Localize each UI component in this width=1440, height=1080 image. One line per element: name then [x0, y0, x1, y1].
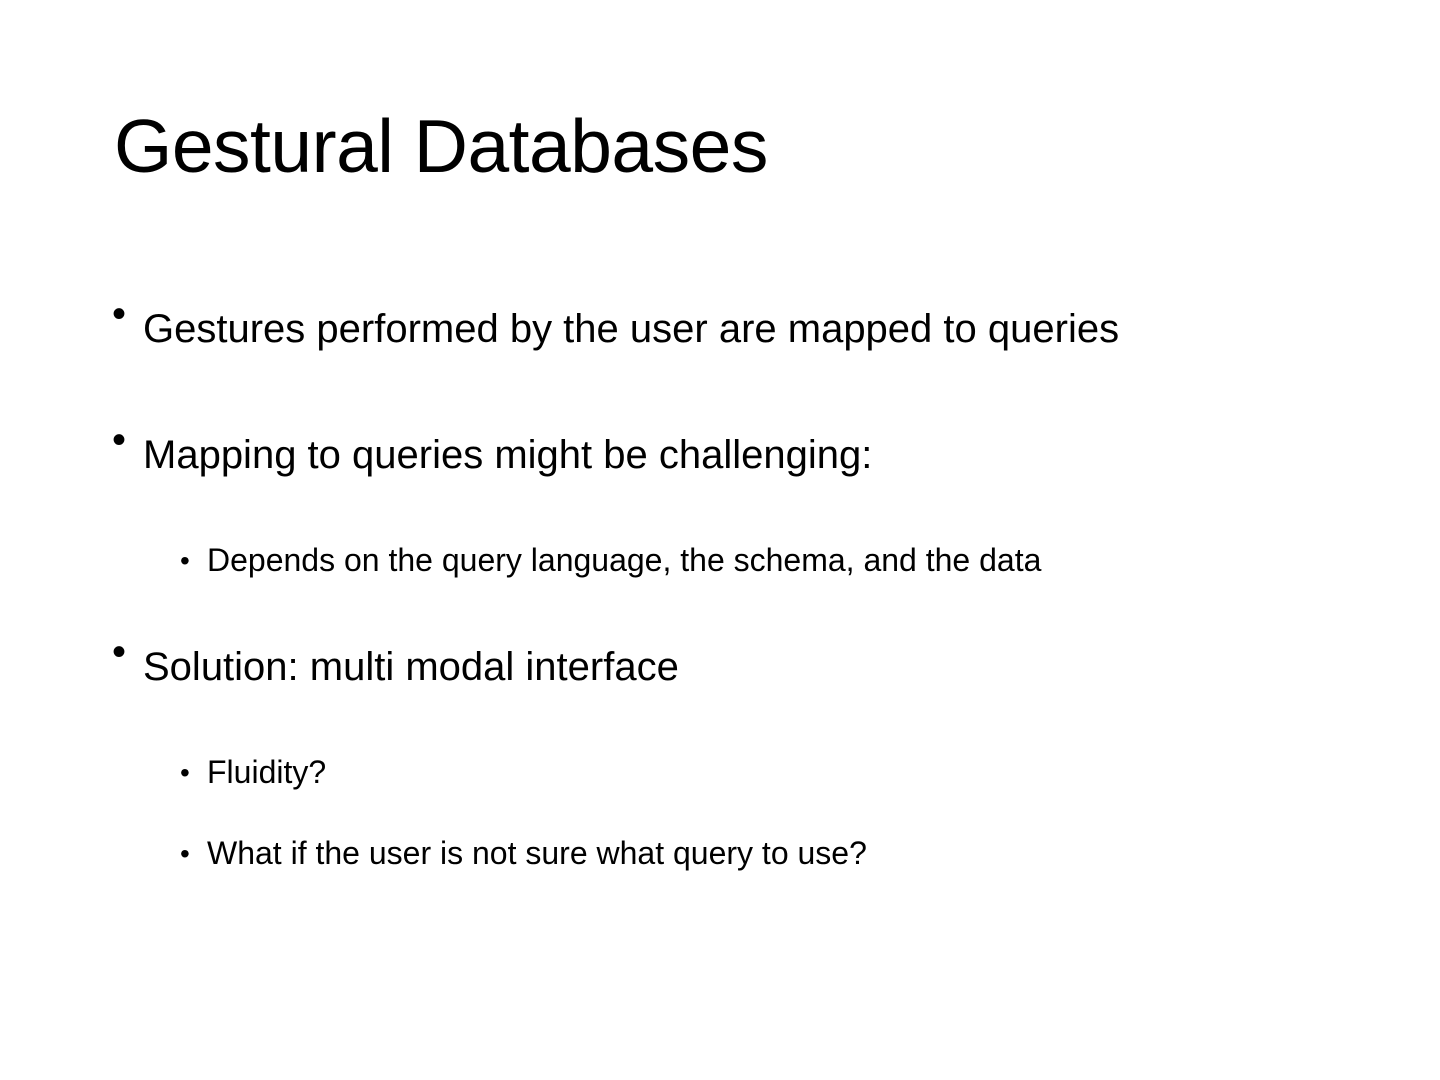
list-item: • Gestures performed by the user are map… — [112, 288, 1382, 370]
list-item: • What if the user is not sure what quer… — [180, 833, 1382, 875]
list-item-label: Gestures performed by the user are mappe… — [143, 307, 1120, 351]
list-item: • Solution: multi modal interface — [112, 626, 1382, 708]
list-item-label: Depends on the query language, the schem… — [207, 542, 1042, 578]
bullet-marker-icon: • — [180, 838, 190, 870]
bullet-marker-icon: • — [112, 292, 127, 336]
page-title: Gestural Databases — [114, 104, 768, 188]
list-item: • Depends on the query language, the sch… — [180, 540, 1382, 582]
bullet-marker-icon: • — [112, 418, 127, 462]
list-item-label: Solution: multi modal interface — [143, 644, 679, 689]
list-item: • Mapping to queries might be challengin… — [112, 414, 1382, 496]
bullet-marker-icon: • — [180, 756, 190, 788]
list-item-label: Fluidity? — [207, 753, 327, 790]
bullet-marker-icon: • — [112, 629, 127, 674]
list-item: • Fluidity? — [180, 752, 1382, 794]
slide-body-content: • Gestures performed by the user are map… — [112, 288, 1382, 875]
bullet-marker-icon: • — [180, 545, 190, 576]
list-item-label: What if the user is not sure what query … — [207, 835, 867, 872]
list-item-label: Mapping to queries might be challenging: — [143, 433, 873, 477]
